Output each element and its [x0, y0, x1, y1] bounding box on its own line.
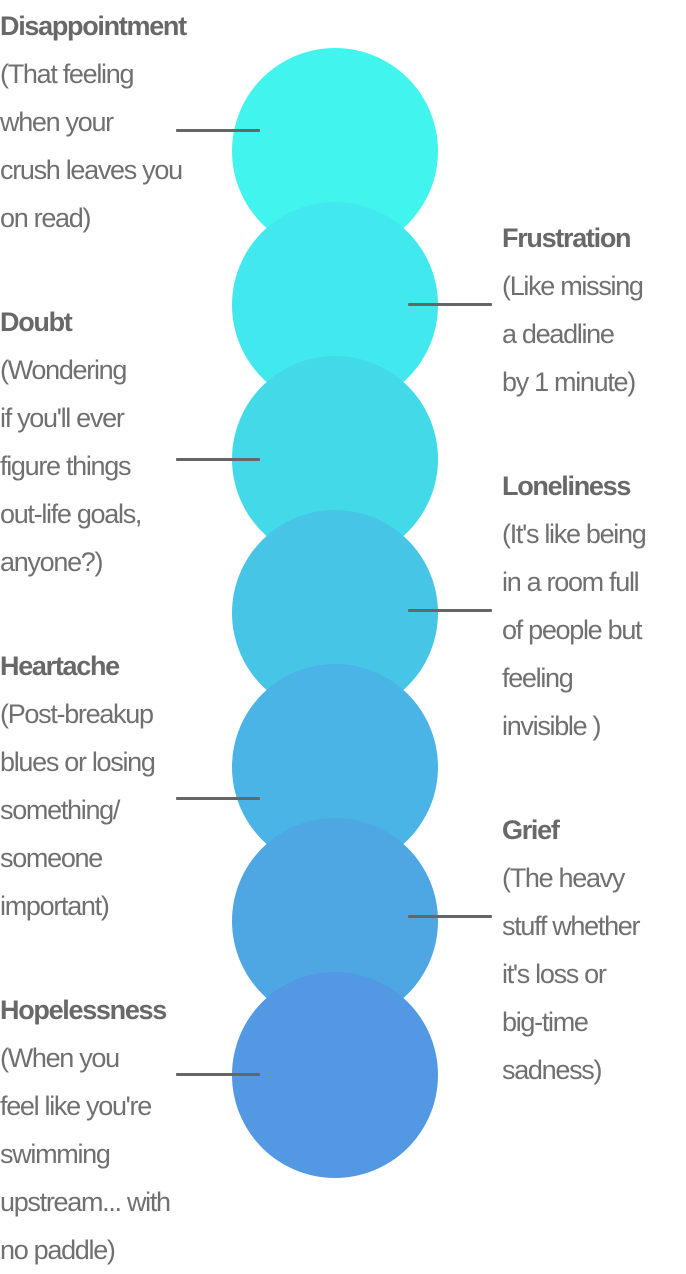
label-hopelessness: Hopelessness (When you feel like you're …: [0, 986, 171, 1274]
connector-heartache: [176, 797, 260, 800]
connector-disappointment: [176, 129, 260, 132]
emotion-description: (When you feel like you're swimming upst…: [0, 1043, 171, 1265]
emotion-title: Hopelessness: [0, 995, 167, 1025]
emotion-title: Heartache: [0, 651, 120, 681]
label-disappointment: Disappointment (That feeling when your c…: [0, 2, 187, 242]
connector-grief: [408, 915, 492, 918]
connector-loneliness: [408, 609, 492, 612]
emotion-title: Disappointment: [0, 11, 187, 41]
emotion-title: Loneliness: [502, 471, 631, 501]
emotion-description: (Like missing a deadline by 1 minute): [502, 271, 644, 397]
label-doubt: Doubt (Wondering if you'll ever figure t…: [0, 298, 142, 586]
emotion-description: (It's like being in a room full of peopl…: [502, 519, 647, 741]
emotion-title: Grief: [502, 815, 560, 845]
emotion-description: (Post-breakup blues or losing something/…: [0, 699, 156, 921]
label-heartache: Heartache (Post-breakup blues or losing …: [0, 642, 156, 930]
emotion-title: Frustration: [502, 223, 631, 253]
emotion-title: Doubt: [0, 307, 73, 337]
connector-frustration: [408, 303, 492, 306]
emotion-description: (That feeling when your crush leaves you…: [0, 59, 183, 233]
connector-hopelessness: [176, 1073, 260, 1076]
label-loneliness: Loneliness (It's like being in a room fu…: [502, 462, 647, 750]
emotion-description: (The heavy stuff whether it's loss or bi…: [502, 863, 641, 1085]
circle-hopelessness: [232, 972, 438, 1178]
label-frustration: Frustration (Like missing a deadline by …: [502, 214, 644, 406]
emotion-description: (Wondering if you'll ever figure things …: [0, 355, 142, 577]
connector-doubt: [176, 458, 260, 461]
label-grief: Grief (The heavy stuff whether it's loss…: [502, 806, 641, 1094]
